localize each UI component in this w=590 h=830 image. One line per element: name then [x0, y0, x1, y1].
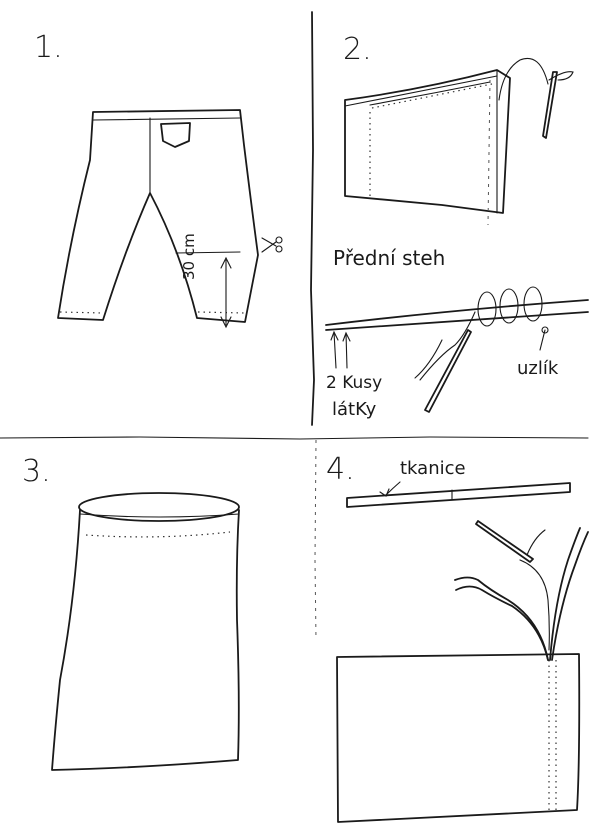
scissors-icon — [262, 237, 282, 252]
step-number-1: 1. — [34, 30, 63, 65]
drawstring-strip — [347, 482, 570, 507]
step-number-2: 2. — [343, 32, 372, 67]
bag-with-drawstring — [337, 521, 588, 822]
knot-label: uzlík — [517, 358, 558, 379]
tube-skirt-drawing — [52, 493, 239, 770]
pants-drawing — [58, 110, 258, 322]
panel2-heading: Přední steh — [333, 246, 445, 270]
needle-icon — [499, 58, 573, 138]
measurement-arrow — [221, 258, 231, 327]
measurement-label: 30 cm — [180, 233, 198, 280]
step-number-3: 3. — [22, 454, 51, 489]
step-number-4: 4. — [326, 452, 355, 487]
vertical-divider-lower — [315, 440, 316, 640]
vertical-divider — [311, 12, 314, 425]
running-stitch-diagram — [326, 287, 588, 412]
pieces-label-line2: látKy — [332, 399, 376, 420]
horizontal-divider — [0, 437, 588, 439]
pieces-label-line1: 2 Kusy — [326, 373, 382, 393]
fabric-piece-folded — [345, 70, 510, 225]
drawstring-label: tkanice — [400, 458, 466, 479]
